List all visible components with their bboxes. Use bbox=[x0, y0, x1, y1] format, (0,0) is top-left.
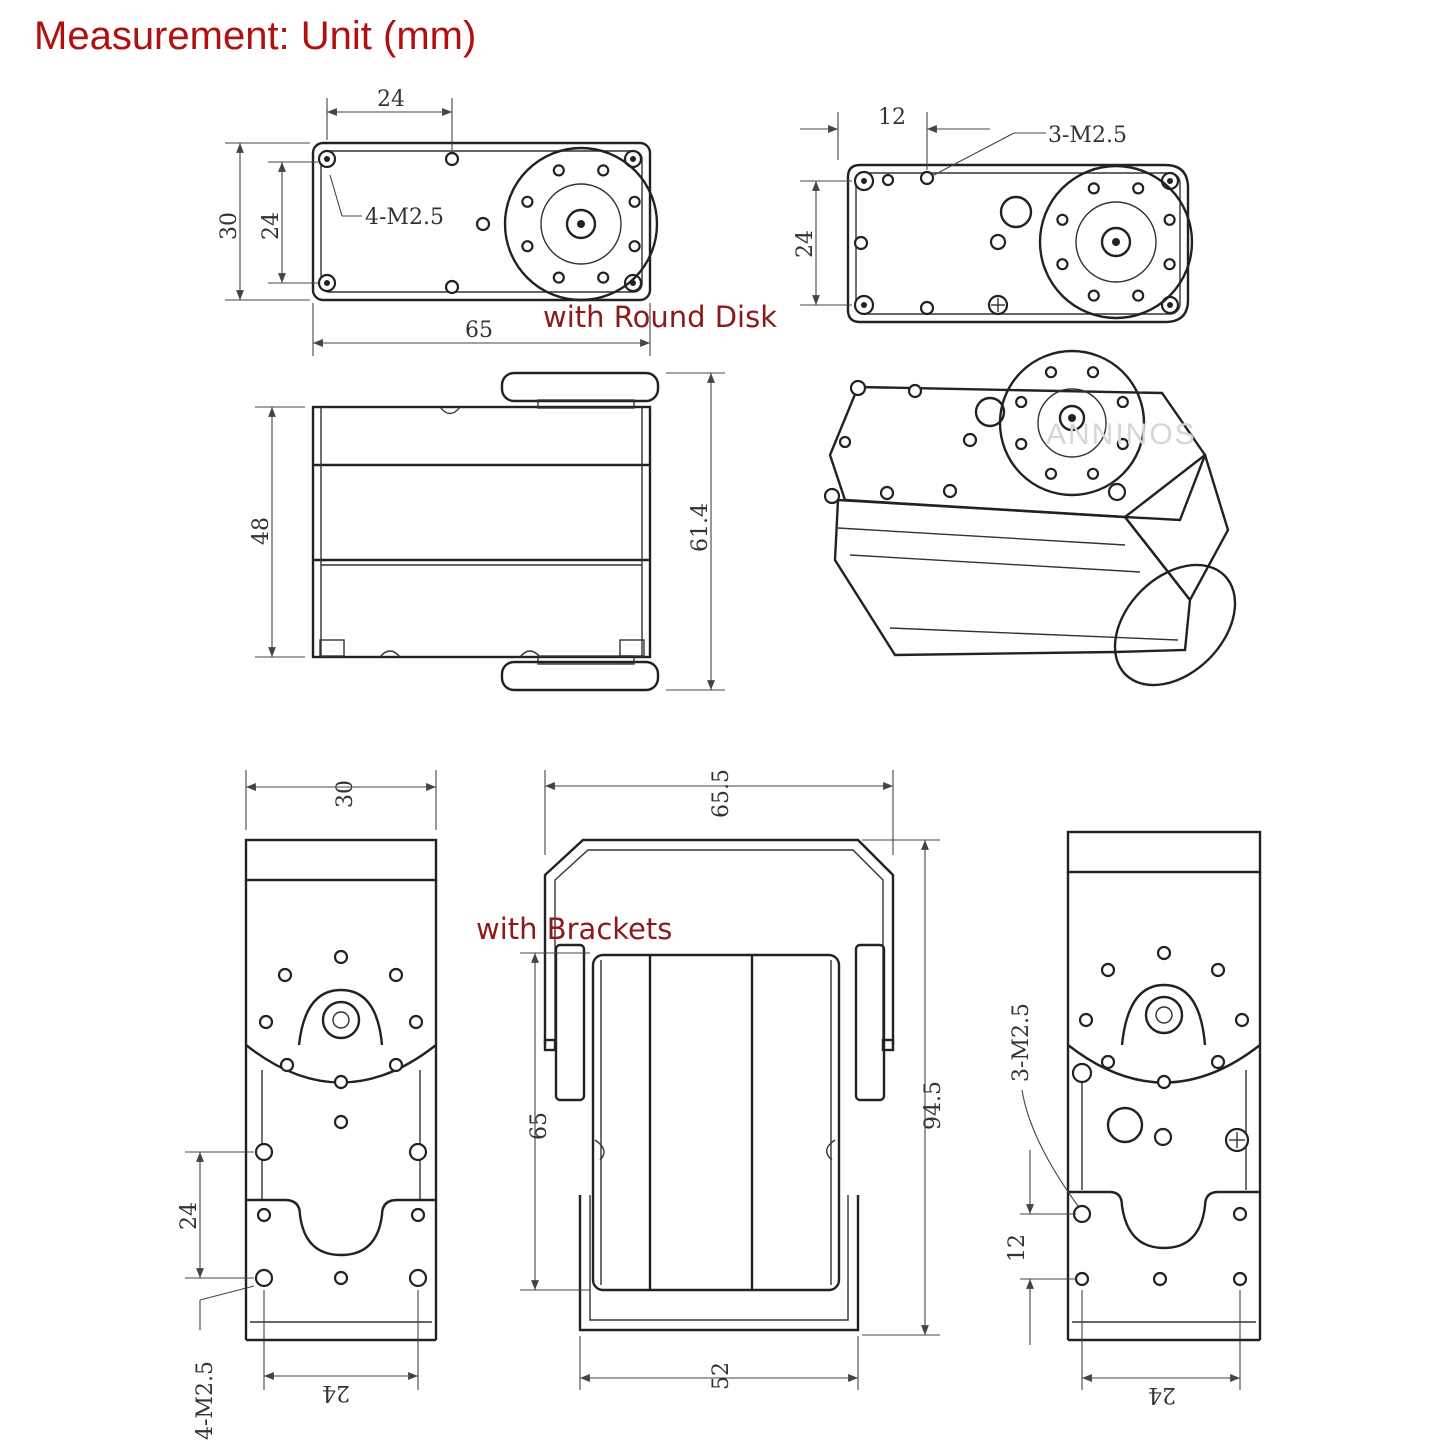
mount-hole bbox=[1100, 962, 1116, 978]
disk-hole bbox=[628, 195, 641, 208]
dim-bracket-back-spacing: 12 bbox=[1005, 1234, 1030, 1262]
mount-hole bbox=[254, 1142, 274, 1162]
disk-hole bbox=[1116, 437, 1129, 451]
disk-hole bbox=[1087, 289, 1100, 302]
mount-hole bbox=[1078, 1012, 1094, 1028]
disk-hole bbox=[521, 195, 534, 208]
dim-bracket-front-width: 30 bbox=[333, 780, 358, 808]
disk-hole bbox=[1044, 366, 1058, 379]
measurement-heading: Measurement: Unit (mm) bbox=[34, 14, 477, 58]
disk-hole bbox=[1086, 467, 1100, 480]
round-disk-caption: with Round Disk bbox=[543, 300, 778, 334]
side-view bbox=[255, 371, 725, 692]
mount-hole bbox=[408, 1014, 424, 1030]
dim-bracket-front-holes: 4-M2.5 bbox=[193, 1361, 218, 1440]
dim-bracket-side-bottom: 52 bbox=[709, 1362, 734, 1390]
dim-bottom-holes: 3-M2.5 bbox=[1048, 123, 1127, 148]
mount-hole bbox=[1210, 1054, 1226, 1070]
watermark: ANNINOS bbox=[1046, 418, 1197, 451]
disk-hole bbox=[1044, 467, 1058, 480]
top-view bbox=[225, 98, 659, 356]
mount-hole bbox=[1234, 1012, 1250, 1028]
mount-hole bbox=[333, 949, 349, 965]
disk-hole bbox=[1015, 437, 1028, 451]
dim-bracket-front-spacing: 24 bbox=[177, 1202, 202, 1230]
dim-bottom-width: 12 bbox=[878, 105, 906, 130]
mount-hole bbox=[408, 1268, 428, 1288]
mount-hole bbox=[333, 1114, 349, 1130]
dim-bottom-height: 24 bbox=[793, 230, 818, 258]
mount-hole bbox=[408, 1142, 428, 1162]
mount-hole bbox=[256, 1207, 272, 1223]
mount-hole bbox=[388, 967, 404, 983]
dim-top-height-inner: 24 bbox=[259, 212, 284, 240]
dim-side-total: 61.4 bbox=[688, 503, 713, 552]
mount-hole bbox=[279, 1057, 295, 1073]
dim-bracket-side-width: 65.5 bbox=[709, 769, 734, 818]
bottom-view bbox=[800, 112, 1194, 324]
mount-hole bbox=[254, 1268, 274, 1288]
bracket-back-view bbox=[1020, 830, 1262, 1390]
dim-bracket-back-bottom: 24 bbox=[1148, 1382, 1176, 1407]
dim-bracket-side-height: 94.5 bbox=[921, 1081, 946, 1130]
disk-hole bbox=[1163, 258, 1176, 271]
disk-hole bbox=[552, 271, 565, 284]
disk-hole bbox=[1163, 213, 1176, 226]
mount-hole bbox=[1210, 962, 1226, 978]
mount-hole bbox=[333, 1270, 349, 1286]
mount-hole bbox=[1156, 1074, 1172, 1090]
mount-hole bbox=[410, 1207, 426, 1223]
mount-hole bbox=[277, 967, 293, 983]
disk-hole bbox=[628, 240, 641, 253]
mount-hole bbox=[1072, 1204, 1092, 1224]
mount-hole bbox=[1232, 1271, 1248, 1287]
disk-hole bbox=[1056, 213, 1069, 226]
disk-hole bbox=[521, 240, 534, 253]
mount-hole bbox=[1156, 945, 1172, 961]
dim-bracket-front-bottom: 24 bbox=[322, 1380, 350, 1405]
disk-hole bbox=[1015, 395, 1028, 409]
dim-side-height: 48 bbox=[249, 517, 274, 545]
mount-hole bbox=[1232, 1206, 1248, 1222]
mount-hole bbox=[1100, 1054, 1116, 1070]
disk-hole bbox=[1056, 258, 1069, 271]
dim-bracket-side-body: 65 bbox=[527, 1112, 552, 1140]
disk-hole bbox=[552, 164, 565, 177]
disk-hole bbox=[597, 164, 610, 177]
mount-hole bbox=[1074, 1271, 1090, 1287]
mount-hole bbox=[1152, 1271, 1168, 1287]
dim-top-width: 24 bbox=[377, 87, 405, 112]
bracket-side-view bbox=[520, 770, 940, 1390]
disk-hole bbox=[1087, 182, 1100, 195]
disk-hole bbox=[1116, 395, 1129, 409]
disk-hole bbox=[1086, 366, 1100, 379]
mount-hole bbox=[258, 1014, 274, 1030]
dim-top-holes: 4-M2.5 bbox=[365, 205, 444, 230]
bracket-front-view bbox=[185, 770, 438, 1390]
disk-hole bbox=[597, 271, 610, 284]
dim-top-height-outer: 30 bbox=[217, 212, 242, 240]
isometric-view bbox=[823, 349, 1237, 687]
dim-top-length: 65 bbox=[465, 318, 493, 343]
disk-hole bbox=[1132, 182, 1145, 195]
disk-hole bbox=[1132, 289, 1145, 302]
mount-hole bbox=[388, 1057, 404, 1073]
mount-hole bbox=[333, 1074, 349, 1090]
dim-bracket-back-holes: 3-M2.5 bbox=[1009, 1003, 1034, 1082]
brackets-caption: with Brackets bbox=[476, 912, 673, 946]
